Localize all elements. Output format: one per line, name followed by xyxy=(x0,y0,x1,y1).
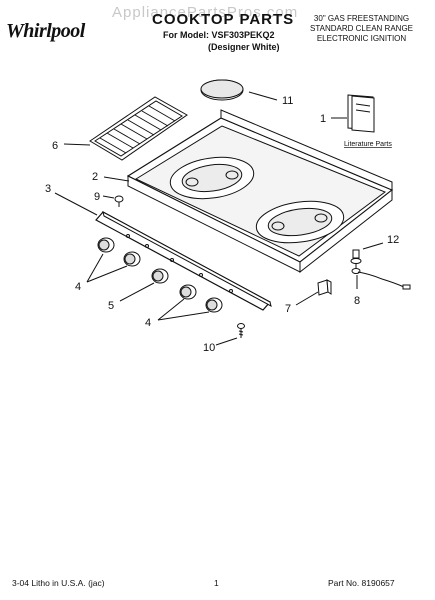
part-knob-5 xyxy=(151,268,169,284)
part-screw-9 xyxy=(114,195,124,207)
callout-number: 11 xyxy=(282,95,293,107)
part-knob-4 xyxy=(205,297,223,313)
part-knob-4 xyxy=(97,237,115,253)
part-knob-4 xyxy=(179,284,197,300)
footer-part-number: Part No. 8190657 xyxy=(328,578,395,588)
spec-line: 30" GAS FREESTANDING xyxy=(313,14,410,23)
spec-line: ELECTRONIC IGNITION xyxy=(316,34,407,43)
callout-number: 9 xyxy=(94,191,100,203)
callout-number: 4 xyxy=(75,281,81,293)
leader-line-4 xyxy=(157,311,210,321)
spec-line: STANDARD CLEAN RANGE xyxy=(310,24,413,33)
part-disc-11 xyxy=(200,79,244,101)
leader-line-6 xyxy=(63,143,91,146)
spec-block: 30" GAS FREESTANDING STANDARD CLEAN RANG… xyxy=(310,14,413,44)
callout-number: 6 xyxy=(52,140,58,152)
part-bracket-7 xyxy=(317,279,332,296)
model-number: For Model: VSF303PEKQ2 xyxy=(163,30,275,40)
callout-number: 4 xyxy=(145,317,151,329)
leader-line-7 xyxy=(295,291,319,306)
callout-number: 1 xyxy=(320,113,326,125)
page-title: COOKTOP PARTS xyxy=(152,11,295,28)
callout-number: 7 xyxy=(285,303,291,315)
callout-number: 5 xyxy=(108,300,114,312)
part-screw-10 xyxy=(237,323,245,338)
footer-litho: 3-04 Litho in U.S.A. (jac) xyxy=(12,578,105,588)
leader-line-5 xyxy=(119,282,155,302)
part-igniter-12 xyxy=(350,249,362,270)
callout-number: 3 xyxy=(45,183,51,195)
part-control-panel-3 xyxy=(95,211,272,311)
leader-line-10 xyxy=(215,337,238,346)
leader-line-4 xyxy=(86,253,104,283)
model-variant: (Designer White) xyxy=(208,42,280,52)
part-grate-6 xyxy=(89,96,188,161)
watermark-text: AppliancePartsPros.com xyxy=(112,4,299,21)
leader-line-9 xyxy=(102,195,115,199)
callout-number: 10 xyxy=(203,342,215,354)
leader-line-11 xyxy=(248,91,278,101)
leader-line-4 xyxy=(157,298,185,321)
part-wire-8 xyxy=(351,268,411,290)
callout-number: 8 xyxy=(354,295,360,307)
leader-line-3 xyxy=(54,192,98,216)
literature-parts-label: Literature Parts xyxy=(344,141,392,148)
leader-line-2 xyxy=(103,176,130,182)
leader-line-12 xyxy=(362,242,384,250)
brand-logo: Whirlpool xyxy=(6,20,85,42)
part-knob-4 xyxy=(123,251,141,267)
part-literature-1 xyxy=(347,94,375,133)
footer-page-number: 1 xyxy=(214,578,219,588)
leader-line-4 xyxy=(86,265,128,283)
part-cooktop-2 xyxy=(126,109,394,274)
callout-number: 12 xyxy=(387,234,399,246)
callout-number: 2 xyxy=(92,171,98,183)
